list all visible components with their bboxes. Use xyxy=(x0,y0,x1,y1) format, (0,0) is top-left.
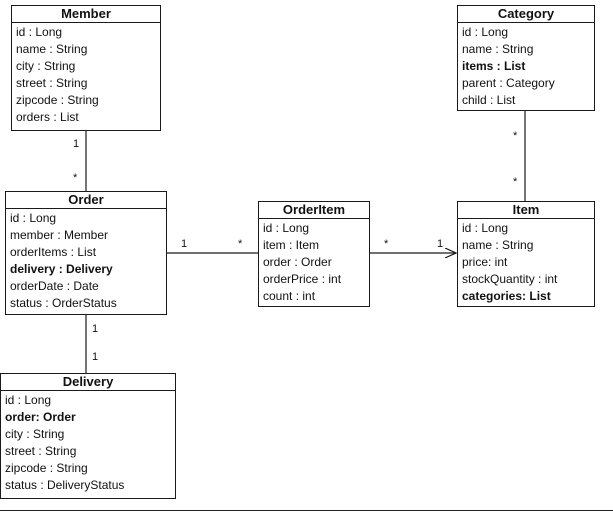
attribute: name : String xyxy=(462,238,534,252)
entity-title: OrderItem xyxy=(259,202,369,219)
attribute: order: Order xyxy=(5,410,76,424)
attribute: id : Long xyxy=(263,221,310,235)
attribute: orderDate : Date xyxy=(10,279,99,293)
entity-title: Item xyxy=(458,202,594,219)
entity-title: Member xyxy=(12,6,160,23)
entity-category: Category id : Long name : String items :… xyxy=(457,5,595,111)
bottom-divider xyxy=(0,510,613,511)
multiplicity-order-side: 1 xyxy=(92,323,99,335)
multiplicity-orderitem-side: * xyxy=(384,238,389,250)
entity-title: Category xyxy=(458,6,594,23)
entity-member: Member id : Long name : String city : St… xyxy=(11,5,161,131)
attribute: street : String xyxy=(5,444,77,458)
attribute: stockQuantity : int xyxy=(462,272,558,286)
attribute: id : Long xyxy=(16,25,63,39)
entity-title: Order xyxy=(6,192,166,209)
attribute: zipcode : String xyxy=(16,93,99,107)
attribute: member : Member xyxy=(10,228,109,242)
attribute: street : String xyxy=(16,76,88,90)
multiplicity-orderitem-side: * xyxy=(238,238,243,250)
multiplicity-member-side: 1 xyxy=(73,138,80,150)
attribute: categories: List xyxy=(462,289,551,303)
attribute: price: int xyxy=(462,255,508,269)
multiplicity-item-side: 1 xyxy=(437,238,444,250)
attribute: zipcode : String xyxy=(5,461,88,475)
attribute: id : Long xyxy=(462,25,509,39)
attribute: items : List xyxy=(462,59,526,73)
attribute: delivery : Delivery xyxy=(10,262,113,276)
entity-item: Item id : Long name : String price: int … xyxy=(457,201,595,307)
multiplicity-order-side: * xyxy=(73,172,78,184)
attribute: parent : Category xyxy=(462,76,555,90)
attribute: id : Long xyxy=(5,393,52,407)
attribute: name : String xyxy=(462,42,534,56)
entity-orderitem: OrderItem id : Long item : Item order : … xyxy=(258,201,370,307)
entity-title: Delivery xyxy=(1,374,175,391)
attribute: child : List xyxy=(462,93,516,107)
attribute: city : String xyxy=(16,59,76,73)
attribute: item : Item xyxy=(263,238,320,252)
attribute: count : int xyxy=(263,289,316,303)
attribute: name : String xyxy=(16,42,88,56)
attribute: city : String xyxy=(5,427,65,441)
attribute: orderItems : List xyxy=(10,245,97,259)
attribute: id : Long xyxy=(462,221,509,235)
entity-delivery: Delivery id : Long order: Order city : S… xyxy=(0,373,176,499)
multiplicity-category-side: * xyxy=(513,130,518,142)
multiplicity-item-side: * xyxy=(513,176,518,188)
multiplicity-order-side: 1 xyxy=(181,238,188,250)
attribute: status : OrderStatus xyxy=(10,296,117,310)
attribute: orderPrice : int xyxy=(263,272,342,286)
attribute: id : Long xyxy=(10,211,57,225)
multiplicity-delivery-side: 1 xyxy=(92,351,99,363)
attribute: order : Order xyxy=(263,255,332,269)
entity-order: Order id : Long member : Member orderIte… xyxy=(5,191,167,315)
attribute: status : DeliveryStatus xyxy=(5,478,125,492)
attribute: orders : List xyxy=(16,110,79,124)
